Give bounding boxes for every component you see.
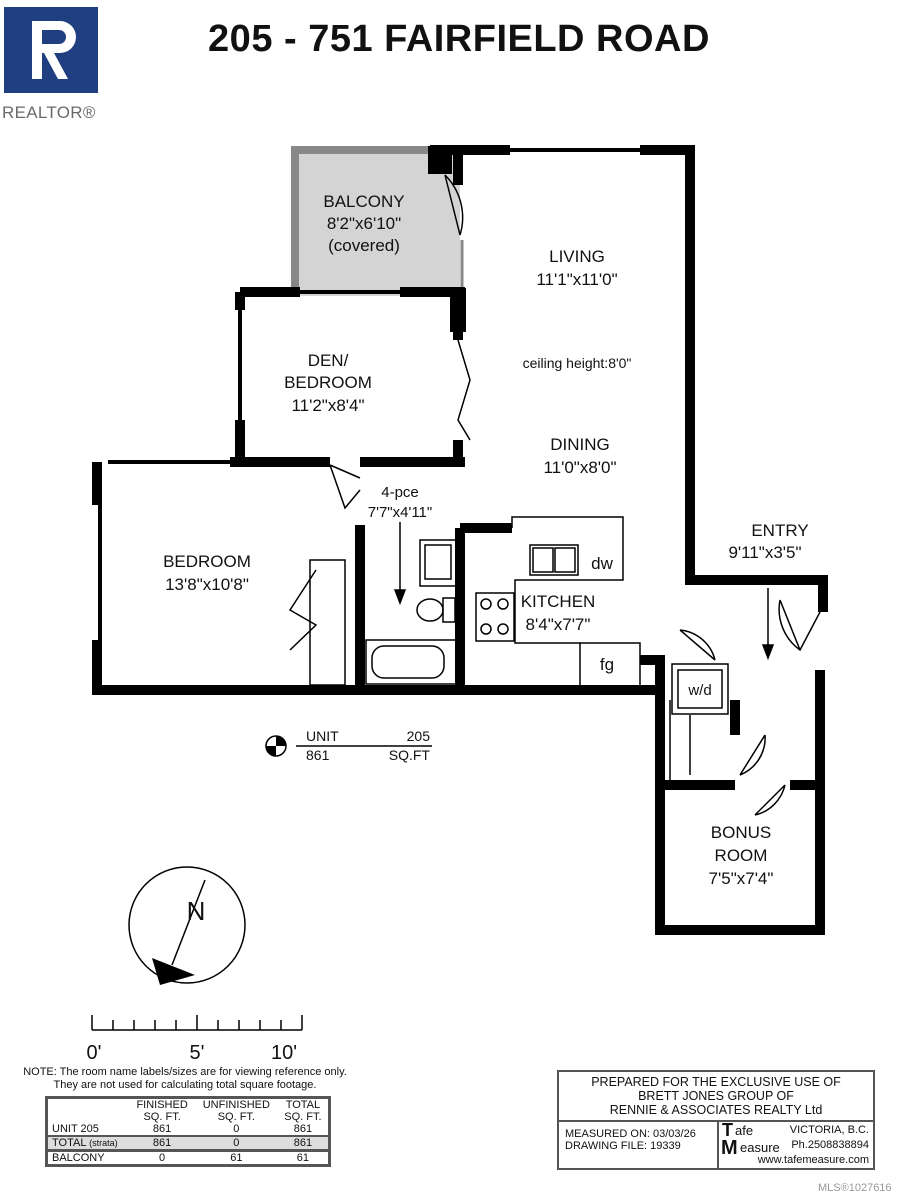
den-label-1: DEN/ bbox=[308, 351, 349, 370]
dining-label: DINING bbox=[550, 435, 610, 454]
unit-summary: UNIT 205 861 SQ.FT bbox=[265, 728, 432, 763]
kitchen-fixtures bbox=[365, 516, 729, 715]
balcony-size: 8'2"x6'10" bbox=[327, 214, 401, 233]
fridge-label: fg bbox=[600, 655, 614, 674]
realtor-r-icon bbox=[4, 7, 98, 93]
svg-text:861: 861 bbox=[306, 747, 330, 763]
drawing-file: DRAWING FILE: 19339 bbox=[565, 1140, 681, 1152]
bonus-size: 7'5"x7'4" bbox=[709, 869, 774, 888]
svg-text:205: 205 bbox=[407, 728, 431, 744]
living-label: LIVING bbox=[549, 247, 605, 266]
balcony-note: (covered) bbox=[328, 236, 400, 255]
bonus-label-2: ROOM bbox=[715, 846, 768, 865]
sink-icon bbox=[529, 544, 579, 576]
website-link: www.tafemeasure.com bbox=[757, 1154, 869, 1166]
fridge-icon bbox=[579, 642, 641, 687]
north-compass-icon: N bbox=[128, 866, 246, 985]
svg-text:N: N bbox=[187, 896, 206, 926]
room-labels: BALCONY 8'2"x6'10" (covered) LIVING 11'1… bbox=[163, 192, 809, 888]
measured-on: MEASURED ON: 03/03/26 bbox=[565, 1128, 696, 1140]
walls bbox=[92, 145, 828, 935]
scale-label-0: 0' bbox=[87, 1042, 102, 1064]
balcony-area bbox=[295, 150, 460, 296]
toilet-icon bbox=[416, 598, 444, 622]
dishwasher-label: dw bbox=[591, 554, 613, 573]
tafe-measure-logo: T afe M easure VICTORIA, B.C. Ph.2508838… bbox=[721, 1120, 869, 1166]
vanity-icon bbox=[419, 539, 457, 587]
balcony-label: BALCONY bbox=[323, 192, 404, 211]
mls-number: MLS®1027616 bbox=[818, 1182, 892, 1194]
ceiling-height: ceiling height:8'0" bbox=[523, 355, 632, 371]
dining-size: 11'0"x8'0" bbox=[543, 458, 616, 477]
scale-label-10: 10' bbox=[271, 1042, 297, 1064]
page-title: 205 - 751 FAIRFIELD ROAD bbox=[208, 18, 710, 60]
scale-label-5: 5' bbox=[190, 1042, 205, 1064]
washer-dryer-label: w/d bbox=[687, 682, 711, 699]
stove-icon bbox=[475, 592, 515, 642]
bedroom-size: 13'8"x10'8" bbox=[165, 575, 249, 594]
kitchen-label: KITCHEN bbox=[521, 592, 596, 611]
realtor-wordmark: REALTOR® bbox=[2, 103, 96, 122]
entry-label: ENTRY bbox=[751, 521, 808, 540]
bath-label: 4-pce bbox=[381, 484, 419, 501]
realtor-logo: REALTOR® bbox=[0, 5, 100, 125]
den-size: 11'2"x8'4" bbox=[291, 396, 364, 415]
note-line-2: They are not used for calculating total … bbox=[53, 1079, 317, 1091]
bedroom-label: BEDROOM bbox=[163, 552, 251, 571]
bath-size: 7'7"x4'11" bbox=[368, 504, 432, 521]
svg-text:UNIT: UNIT bbox=[306, 728, 339, 744]
scale-bar bbox=[91, 1015, 303, 1031]
entry-size: 9'11"x3'5" bbox=[728, 543, 801, 562]
bathtub-icon bbox=[365, 639, 457, 685]
svg-text:SQ.FT: SQ.FT bbox=[389, 747, 431, 763]
doors bbox=[288, 174, 821, 816]
note-line-1: NOTE: The room name labels/sizes are for… bbox=[23, 1066, 347, 1078]
washer-dryer-icon bbox=[671, 663, 729, 715]
living-size: 11'1"x11'0" bbox=[536, 270, 617, 289]
bonus-label-1: BONUS bbox=[711, 823, 771, 842]
kitchen-size: 8'4"x7'7" bbox=[526, 615, 591, 634]
den-label-2: BEDROOM bbox=[284, 373, 372, 392]
prepared-for-box: PREPARED FOR THE EXCLUSIVE USE OF BRETT … bbox=[557, 1070, 875, 1170]
